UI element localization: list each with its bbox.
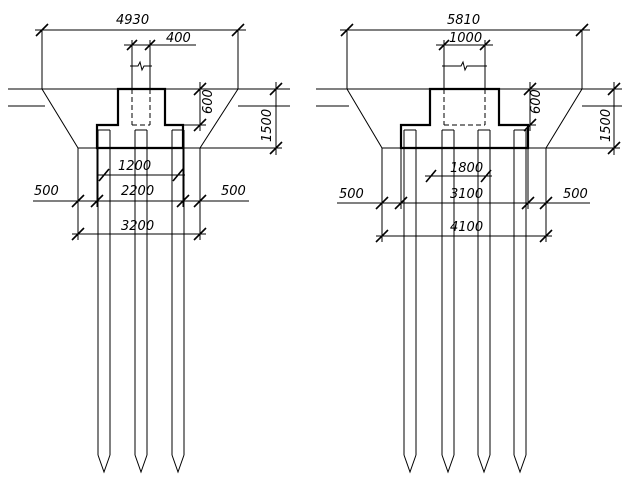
- dimension-pile-spacing: 1800: [425, 161, 492, 183]
- dimension-inner-width: 3100 500 500: [337, 148, 590, 242]
- dimension-pit-depth: 1500: [200, 82, 283, 155]
- dim-label-pile-spacing: 1800: [450, 161, 483, 176]
- dim-label-right-offset: 500: [221, 184, 246, 199]
- dim-label-outer-width: 3200: [121, 219, 154, 234]
- column: [130, 60, 152, 126]
- dim-label-left-offset: 500: [34, 184, 59, 199]
- dim-label-column-height: 600: [201, 89, 216, 114]
- piles: [403, 129, 527, 474]
- excavation-pit: [346, 88, 583, 149]
- dim-label-pit-depth: 1500: [599, 109, 614, 142]
- dim-label-inner-width: 2200: [121, 184, 154, 199]
- dim-label-pile-spacing: 1200: [118, 159, 151, 174]
- pile-cap: [399, 87, 530, 150]
- dimension-outer-width: 3200: [71, 219, 207, 241]
- dimension-pile-spacing: 1200: [97, 159, 185, 182]
- dim-label-pit-depth: 1500: [260, 109, 275, 142]
- dimension-outer-width: 4100: [375, 220, 553, 243]
- foundation-left: 4930 400 600 1500: [8, 13, 290, 474]
- dimension-column-height: 600: [499, 82, 544, 132]
- dimension-column-width: 1000: [436, 31, 493, 61]
- pile: [97, 129, 111, 474]
- dimension-top-width: 4930: [35, 13, 246, 89]
- dim-label-right-offset: 500: [563, 187, 588, 202]
- dim-label-inner-width: 3100: [450, 187, 483, 202]
- piles: [97, 129, 185, 474]
- dimension-inner-width: 2200 500 500: [33, 148, 249, 240]
- dim-label-outer-width: 4100: [450, 220, 483, 235]
- dim-label-column-width: 1000: [449, 31, 482, 46]
- dimension-pit-depth: 1500: [546, 82, 621, 155]
- pile: [441, 129, 455, 474]
- dim-label-top-width: 5810: [447, 13, 480, 28]
- dim-label-column-height: 600: [529, 89, 544, 114]
- dimension-column-height: 600: [165, 82, 216, 132]
- foundation-right: 5810 1000 600 1500: [316, 13, 622, 474]
- pile: [477, 129, 491, 474]
- dim-label-top-width: 4930: [116, 13, 149, 28]
- dim-label-left-offset: 500: [339, 187, 364, 202]
- dimension-column-width: 400: [124, 31, 196, 61]
- dim-label-column-width: 400: [166, 31, 191, 46]
- pile: [134, 129, 148, 474]
- column: [442, 60, 487, 126]
- pile: [171, 129, 185, 474]
- pile: [513, 129, 527, 474]
- pile: [403, 129, 417, 474]
- dimension-top-width: 5810: [340, 13, 590, 89]
